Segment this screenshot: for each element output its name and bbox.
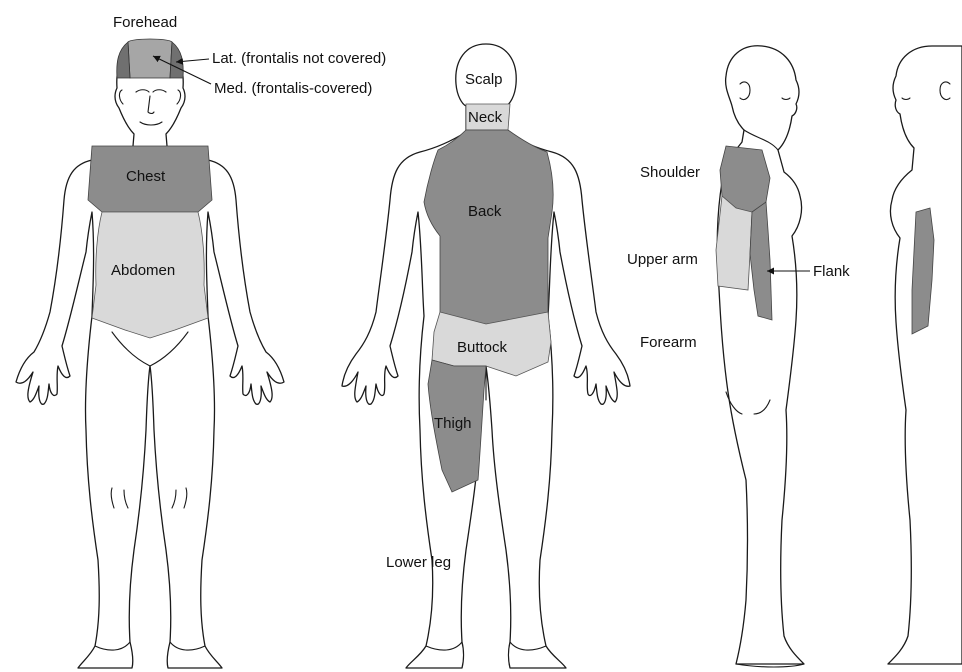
- side-body-outline-left: [888, 46, 962, 664]
- flank-label: Flank: [813, 263, 850, 280]
- back-label: Back: [468, 203, 502, 220]
- side-view-figure-right: [716, 46, 804, 667]
- forehead-medial-region: [128, 39, 172, 78]
- chest-label: Chest: [126, 168, 166, 185]
- scalp-label: Scalp: [465, 71, 503, 88]
- side-view-figure-left: [888, 46, 962, 664]
- buttock-label: Buttock: [457, 339, 508, 356]
- forehead-lateral-region-right: [170, 42, 183, 78]
- front-view-figure: [16, 39, 284, 668]
- back-view-figure: [342, 44, 630, 668]
- forehead-label: Forehead: [113, 14, 177, 31]
- lower-leg-label: Lower leg: [386, 554, 451, 571]
- neck-label: Neck: [468, 109, 503, 126]
- lateral-label: Lat. (frontalis not covered): [212, 50, 386, 67]
- shoulder-label: Shoulder: [640, 164, 700, 181]
- forehead-lateral-region-left: [117, 42, 130, 78]
- forearm-label: Forearm: [640, 334, 697, 351]
- upper-arm-label: Upper arm: [627, 251, 698, 268]
- abdomen-label: Abdomen: [111, 262, 175, 279]
- medial-label: Med. (frontalis-covered): [214, 80, 372, 97]
- back-region: [424, 130, 553, 326]
- front-body-outline: [16, 40, 284, 668]
- thigh-label: Thigh: [434, 415, 472, 432]
